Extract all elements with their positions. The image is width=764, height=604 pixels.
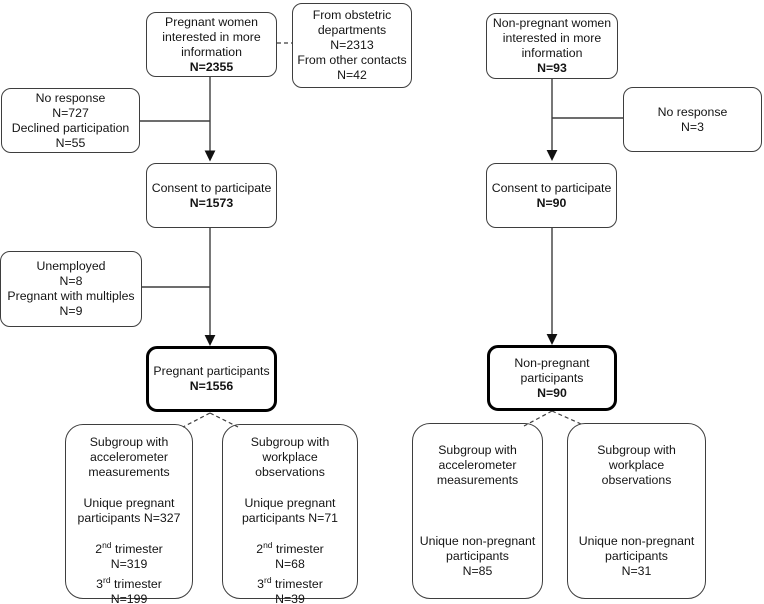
connector-dashed-subgroup-accel-pregnant <box>182 412 211 428</box>
subgroup-title: Subgroup with workplace observations <box>597 443 676 487</box>
node-subgroup-accelerometer-pregnant: Subgroup with accelerometer measurements… <box>65 424 193 604</box>
node-nonpregnant-women-info: Non-pregnant women interested in more in… <box>486 13 618 79</box>
node-count: N=2355 <box>189 59 234 74</box>
node-text: No response <box>35 90 106 105</box>
arrowhead-consent-nonpregnant <box>546 150 558 161</box>
subgroup-trimester-2: 2nd trimester N=68 <box>256 539 324 571</box>
node-no-response-pregnant: No response N=727 Declined participation… <box>1 88 140 153</box>
node-text: information <box>181 44 242 59</box>
node-pregnant-participants: Pregnant participants N=1556 <box>146 346 277 412</box>
node-recruitment-sources: From obstetric departments N=2313 From o… <box>292 3 412 88</box>
arrowhead-participants-pregnant <box>204 335 216 346</box>
node-nonpregnant-participants: Non-pregnant participants N=90 <box>487 345 617 411</box>
subgroup-title: Subgroup with accelerometer measurements <box>88 435 170 479</box>
node-text: Unemployed <box>36 259 106 273</box>
node-consent-pregnant: Consent to participate N=1573 <box>146 163 277 228</box>
node-subgroup-workplace-pregnant: Subgroup with workplace observations Uni… <box>222 424 358 604</box>
node-count: N=1556 <box>189 379 234 393</box>
connector-dashed-subgroup-workplace-nonpregnant <box>551 410 582 425</box>
subgroup-trimester-3: 3rd trimester N=199 <box>96 574 162 604</box>
node-subgroup-workplace-nonpregnant: Subgroup with workplace observations Uni… <box>567 423 706 599</box>
node-text: No response <box>657 104 728 119</box>
node-text: Non-pregnant women <box>492 16 612 30</box>
node-text: Pregnant women <box>165 14 258 29</box>
node-text: information <box>521 46 583 60</box>
node-count: N=8 <box>59 274 83 288</box>
subgroup-title: Subgroup with accelerometer measurements <box>436 443 519 487</box>
node-count: N=3 <box>681 119 704 134</box>
subgroup-trimester-3: 3rd trimester N=39 <box>257 574 323 604</box>
node-pregnant-women-info: Pregnant women interested in more inform… <box>146 12 277 77</box>
node-text: Consent to participate <box>491 180 612 195</box>
node-consent-nonpregnant: Consent to participate N=90 <box>486 163 617 228</box>
node-text: Consent to participate <box>151 180 272 195</box>
subgroup-unique-count: Unique non-pregnant participants N=31 <box>578 534 695 578</box>
node-text: participants <box>520 370 584 385</box>
node-text: Declined participation <box>11 120 130 135</box>
node-text: Pregnant with multiples <box>7 289 135 303</box>
node-count: N=42 <box>337 68 367 82</box>
arrowhead-consent-pregnant <box>204 150 216 162</box>
node-count: N=727 <box>52 105 89 120</box>
node-text: interested in more <box>502 31 602 45</box>
subgroup-trimester-2: 2nd trimester N=319 <box>95 539 163 571</box>
node-count: N=90 <box>536 195 567 210</box>
node-subgroup-accelerometer-nonpregnant: Subgroup with accelerometer measurements… <box>412 423 543 599</box>
node-count: N=1573 <box>189 195 234 210</box>
node-text: departments <box>317 23 387 37</box>
node-no-response-nonpregnant: No response N=3 <box>623 87 762 152</box>
subgroup-unique-count: Unique non-pregnant participants N=85 <box>419 534 536 578</box>
subgroup-unique-count: Unique pregnant participants N=327 <box>77 496 181 525</box>
node-count: N=2313 <box>330 38 374 52</box>
node-count: N=55 <box>55 135 86 150</box>
node-text: Non-pregnant <box>514 355 590 370</box>
subgroup-unique-count: Unique pregnant participants N=71 <box>241 496 339 525</box>
node-count: N=90 <box>537 385 567 400</box>
node-count: N=9 <box>59 304 83 318</box>
node-text: Pregnant participants <box>153 364 270 378</box>
node-count: N=93 <box>537 61 567 75</box>
node-text: From obstetric <box>312 8 392 22</box>
node-excluded-pregnant: Unemployed N=8 Pregnant with multiples N… <box>0 251 142 327</box>
arrowhead-participants-nonpregnant <box>546 334 558 345</box>
subgroup-title: Subgroup with workplace observations <box>250 435 330 479</box>
node-text: interested in more <box>162 29 261 44</box>
node-text: From other contacts <box>297 53 407 67</box>
